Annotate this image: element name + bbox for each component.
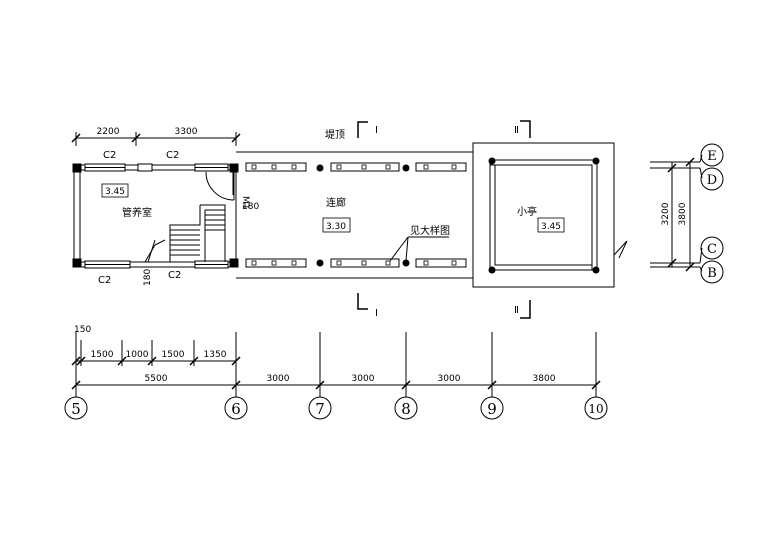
axis-label-D: D [707, 173, 717, 188]
dim-1350: 1350 [204, 350, 227, 360]
level-pavilion: 3.45 [541, 222, 561, 232]
section-label-top-I: I [375, 125, 378, 136]
room-name-maintenance: 管养室 [122, 206, 152, 219]
axis-label-8: 8 [401, 400, 411, 418]
dim-1500-a: 1500 [91, 350, 114, 360]
see-detail-note: 见大样图 [410, 224, 450, 237]
dim-3000-c: 3000 [438, 374, 461, 384]
section-mark-bottom-I [357, 293, 368, 310]
level-corridor: 3.30 [326, 222, 346, 232]
right-dimension-lines [650, 143, 724, 284]
section-mark-top-II [520, 120, 531, 138]
dim-3300: 3300 [175, 127, 198, 137]
door-dim: 180 [242, 202, 259, 212]
section-label-top-II: Ⅱ [514, 125, 519, 136]
axis-label-7: 7 [315, 400, 325, 418]
dim-5500: 5500 [145, 374, 168, 384]
pavilion [472, 142, 628, 288]
level-box-corridor [322, 217, 351, 233]
bottom-dimension-lines [71, 332, 601, 397]
dim-3800: 3800 [533, 374, 556, 384]
dim-1000: 1000 [126, 350, 149, 360]
room-name-pavilion: 小亭 [517, 205, 537, 218]
level-box-pavilion [537, 217, 565, 233]
dim-3000-a: 3000 [267, 374, 290, 384]
axis-label-9: 9 [487, 400, 497, 418]
axis-bubbles-x [64, 396, 608, 420]
dim-150: 150 [74, 325, 91, 335]
dim-3200: 3200 [661, 202, 671, 225]
stair-dim: 180 [143, 269, 153, 286]
section-mark-bottom-II [520, 300, 531, 319]
level-maintenance: 3.45 [105, 187, 125, 197]
dim-1500-b: 1500 [162, 350, 185, 360]
axis-label-B: B [707, 266, 717, 281]
axis-label-10: 10 [588, 402, 603, 416]
axis-label-E: E [707, 149, 717, 164]
room-name-corridor: 连廊 [326, 196, 346, 209]
axis-label-5: 5 [71, 400, 81, 418]
maintenance-room [72, 163, 239, 269]
door-label: M1 [240, 196, 250, 210]
section-label-bottom-I: I [375, 308, 378, 319]
window-label-top-left: C2 [103, 150, 116, 161]
section-mark-top-I [357, 121, 368, 138]
dim-3800-vertical: 3800 [678, 202, 688, 225]
corridor [236, 151, 473, 279]
level-box-maintenance [101, 183, 129, 198]
axis-label-C: C [707, 242, 717, 257]
section-label-bottom-II: Ⅱ [514, 305, 519, 316]
axis-label-6: 6 [231, 400, 241, 418]
dim-2200: 2200 [97, 127, 120, 137]
dim-3000-b: 3000 [352, 374, 375, 384]
top-dimension-line [71, 132, 241, 146]
window-label-bottom-right: C2 [168, 270, 181, 281]
window-label-bottom-left: C2 [98, 275, 111, 286]
dike-top-label: 堤顶 [325, 129, 345, 141]
window-label-top-right: C2 [166, 150, 179, 161]
